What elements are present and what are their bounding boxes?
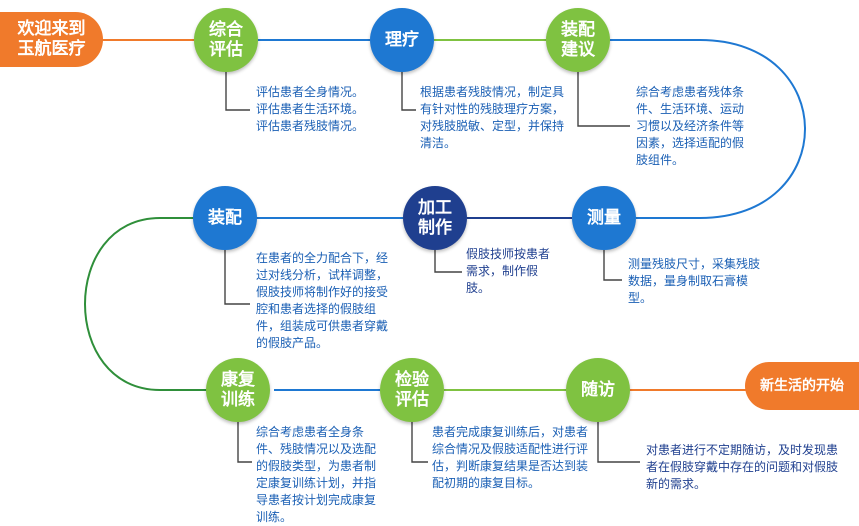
callout-line-measure xyxy=(603,250,622,281)
step-description-manufacturing: 假肢技师按患者需求，制作假肢。 xyxy=(466,247,551,295)
step-description-fitting: 在患者的全力配合下，经过对线分析，试样调整，假肢技师将制作好的接受腔和患者选择的… xyxy=(256,251,389,350)
step-label: 测量 xyxy=(587,207,621,228)
end-banner-text: 新生活的开始 xyxy=(760,377,844,394)
step-label: 检验评估 xyxy=(395,369,429,410)
connector-lines xyxy=(84,39,806,463)
step-description-follow-up: 对患者进行不定期随访，及时发现患者在假肢穿戴中存在的问题和对假肢新的需求。 xyxy=(646,443,839,491)
step-description-assessment: 评估患者全身情况。评估患者生活环境。评估患者残肢情况。 xyxy=(256,85,365,133)
step-description-rehab-training: 综合考虑患者全身条件、残肢情况以及选配的假肢类型，为患者制定康复训练计划，并指导… xyxy=(256,425,377,524)
step-node-measurement: 测量 xyxy=(572,186,636,250)
step-node-therapy: 理疗 xyxy=(370,8,434,72)
callout-line-make xyxy=(434,250,462,273)
callout-line-advice xyxy=(577,72,630,127)
step-label: 理疗 xyxy=(385,29,419,50)
callout-line-rehab xyxy=(237,422,252,463)
callout-line-followup xyxy=(597,422,640,463)
end-banner: 新生活的开始 xyxy=(745,362,859,410)
step-description-measurement: 测量残肢尺寸，采集残肢数据，量身制取石膏模型。 xyxy=(628,257,761,305)
callout-line-fit xyxy=(224,250,250,305)
callout-line-therapy xyxy=(401,72,416,111)
step-label: 综合评估 xyxy=(209,19,243,60)
step-description-fitting-advice: 综合考虑患者残体条件、生活环境、运动习惯以及经济条件等因素，选择适配的假肢组件。 xyxy=(636,85,745,167)
step-label: 随访 xyxy=(581,379,615,400)
step-node-follow-up: 随访 xyxy=(566,358,630,422)
step-node-evaluation: 检验评估 xyxy=(380,358,444,422)
process-flow-diagram: 欢迎来到玉航医疗 新生活的开始 综合评估 理疗 装配建议 测量 加工制作 装配 … xyxy=(0,8,859,524)
step-node-manufacturing: 加工制作 xyxy=(403,186,467,250)
step-label: 装配建议 xyxy=(561,19,595,60)
step-label: 加工制作 xyxy=(418,197,452,238)
step-node-assessment: 综合评估 xyxy=(194,8,258,72)
callout-line-evaluate xyxy=(411,422,428,463)
step-description-therapy: 根据患者残肢情况，制定具有针对性的残肢理疗方案，对残肢脱敏、定型，并保持清洁。 xyxy=(420,85,565,150)
callout-line-assess xyxy=(225,72,250,111)
step-node-fitting: 装配 xyxy=(193,186,257,250)
connector-fit-to-rehab xyxy=(84,217,210,391)
step-node-rehab-training: 康复训练 xyxy=(206,358,270,422)
connector-advice-to-measure xyxy=(610,39,806,219)
start-banner: 欢迎来到玉航医疗 xyxy=(0,12,103,67)
step-label: 装配 xyxy=(208,207,242,228)
step-label: 康复训练 xyxy=(221,369,255,410)
start-banner-text: 欢迎来到玉航医疗 xyxy=(17,18,86,59)
step-node-fitting-advice: 装配建议 xyxy=(546,8,610,72)
step-description-evaluation: 患者完成康复训练后，对患者综合情况及假肢适配性进行评估，判断康复结果是否达到装配… xyxy=(432,425,589,490)
